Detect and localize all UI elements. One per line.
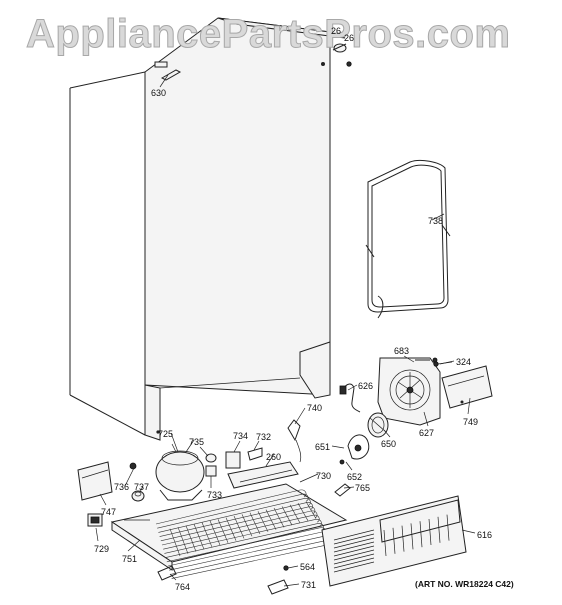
part-label-747: 747 <box>101 507 117 517</box>
part-label-732: 732 <box>256 432 272 442</box>
part-725-drawing <box>155 439 205 501</box>
part-label-616: 616 <box>477 530 493 540</box>
part-label-764: 764 <box>175 582 191 592</box>
part-650-drawing <box>367 412 389 438</box>
part-label-734: 734 <box>233 431 249 441</box>
part-751-drawing <box>110 483 348 571</box>
part-616-drawing <box>321 495 467 587</box>
part-label-651: 651 <box>315 442 331 452</box>
refrigerator-cabinet <box>69 17 346 441</box>
art-number: (ART NO. WR18224 C42) <box>415 579 514 589</box>
part-630-drawing <box>154 61 182 81</box>
part-label-729: 729 <box>94 544 110 554</box>
part-label-683: 683 <box>394 346 410 356</box>
part-740-drawing <box>287 419 302 463</box>
part-729-drawing <box>87 513 103 527</box>
part-label-26a: 26 <box>331 26 342 36</box>
part-label-733: 733 <box>207 490 223 500</box>
part-747-drawing <box>77 461 113 501</box>
part-738-drawing <box>365 159 451 319</box>
part-736-drawing <box>129 462 137 470</box>
part-label-630: 630 <box>151 88 167 98</box>
part-626-drawing <box>339 383 361 413</box>
part-label-324: 324 <box>456 357 472 367</box>
part-label-731: 731 <box>301 580 317 590</box>
part-734-732-drawing <box>225 447 263 469</box>
part-749-drawing <box>441 365 493 409</box>
part-765-drawing <box>334 483 351 497</box>
part-label-737: 737 <box>134 482 150 492</box>
part-label-765: 765 <box>355 483 371 493</box>
part-label-652: 652 <box>347 472 363 482</box>
part-26-drawing <box>332 43 352 67</box>
part-731-drawing <box>267 579 289 595</box>
part-764-drawing <box>157 565 177 581</box>
part-735-733-drawing <box>205 453 217 477</box>
part-label-730: 730 <box>316 471 332 481</box>
part-label-626: 626 <box>358 381 374 391</box>
part-260-drawing <box>227 461 299 489</box>
part-label-749: 749 <box>463 417 479 427</box>
part-label-564: 564 <box>300 562 316 572</box>
part-label-650: 650 <box>381 439 397 449</box>
part-label-751: 751 <box>122 554 138 564</box>
part-683-324-drawing <box>415 357 453 367</box>
part-737-drawing <box>131 490 145 502</box>
part-564-drawing <box>283 565 289 571</box>
part-label-627: 627 <box>419 428 435 438</box>
part-627-drawing <box>377 357 441 426</box>
part-label-735: 735 <box>189 437 205 447</box>
part-label-26b: 26 <box>344 33 355 43</box>
part-label-725: 725 <box>158 429 174 439</box>
part-label-260: 260 <box>266 452 282 462</box>
part-651-652-drawing <box>339 434 370 465</box>
part-label-738: 738 <box>428 216 444 226</box>
part-label-740: 740 <box>307 403 323 413</box>
leader-lines <box>95 74 476 587</box>
part-label-736: 736 <box>114 482 130 492</box>
